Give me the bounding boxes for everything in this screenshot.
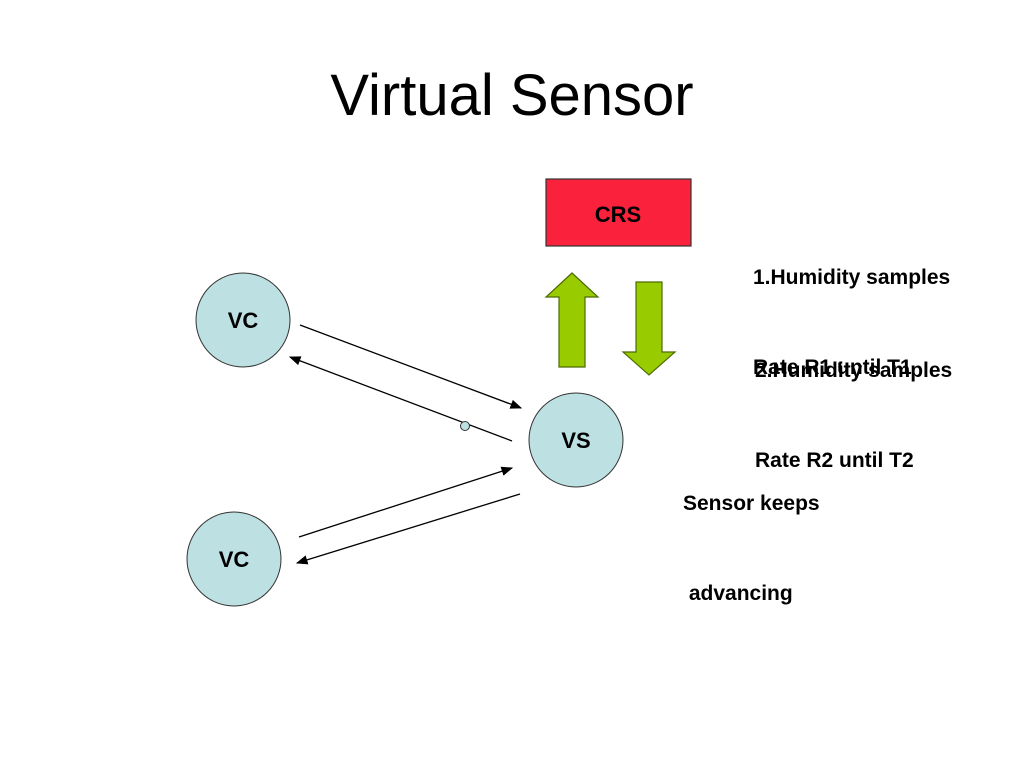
- note3-line2: advancing: [683, 582, 793, 605]
- arrow-vc-bottom-to-vs: [298, 466, 514, 538]
- vs-node: VS: [528, 392, 624, 488]
- note-sensor-advancing: Sensor keeps advancing: [683, 429, 820, 639]
- note2-line1: 2.Humidity samples: [755, 359, 953, 382]
- arrow-vs-to-vc-top: [288, 356, 513, 442]
- note-humidity-rate-2: 2.Humidity samples Rate R2 until T2: [755, 296, 952, 506]
- arrow-vs-to-vc-bottom: [295, 493, 521, 565]
- vc-bottom-label: VC: [219, 547, 250, 572]
- note-humidity-rate-1: 1.Humidity samples Rate R1 until T1: [753, 203, 950, 413]
- note2-line2: Rate R2 until T2: [755, 449, 914, 472]
- arrow-vc-top-to-vs: [299, 324, 523, 409]
- crs-label: CRS: [595, 202, 641, 227]
- vc-node-bottom: VC: [186, 511, 282, 607]
- crs-node: CRS: [545, 178, 692, 247]
- slide-title: Virtual Sensor: [330, 63, 694, 128]
- connection-point: [460, 421, 470, 431]
- vc-node-top: VC: [195, 272, 291, 368]
- note1-line2: Rate R1 until T1: [753, 356, 912, 379]
- note1-line1: 1.Humidity samples: [753, 266, 951, 289]
- down-block-arrow: [621, 281, 677, 376]
- up-block-arrow: [544, 272, 600, 368]
- vs-label: VS: [561, 428, 590, 453]
- note3-line1: Sensor keeps: [683, 492, 820, 515]
- vc-top-label: VC: [228, 308, 259, 333]
